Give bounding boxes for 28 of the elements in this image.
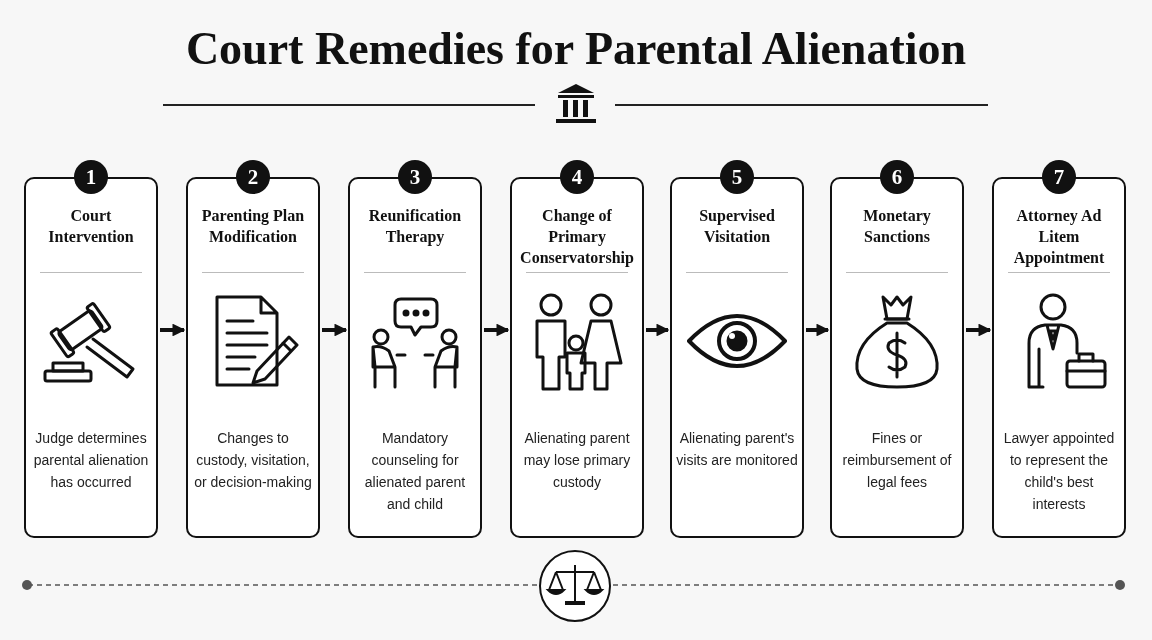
- step-description: Lawyer appointed to represent the child's best interests: [1003, 430, 1115, 512]
- step-description: Alienating parent's visits are monitored: [676, 430, 798, 468]
- step-number: 3: [398, 160, 432, 194]
- step-number: 1: [74, 160, 108, 194]
- title: Court Remedies for Parental Alienation: [184, 22, 968, 75]
- step-description: Fines or reimbursement of legal fees: [842, 430, 952, 490]
- step-heading: Attorney Ad Litem Appointment: [1012, 206, 1106, 268]
- step-number: 2: [236, 160, 270, 194]
- step-number: 7: [1042, 160, 1076, 194]
- arrow: [646, 323, 670, 337]
- arrow: [966, 323, 992, 337]
- step-number: 5: [720, 160, 754, 194]
- step-description: Mandatory counseling for alienated parent and child: [364, 430, 466, 512]
- step-number: 4: [560, 160, 594, 194]
- arrow: [484, 323, 510, 337]
- step-heading: Monetary Sanctions: [862, 206, 932, 247]
- step-description: Judge determines parental alienation has occurred: [33, 430, 149, 490]
- step-heading: Reunification Therapy: [367, 206, 463, 247]
- step-heading: Change of Primary Conservatorship: [519, 206, 635, 268]
- step-heading: Parenting Plan Modification: [200, 206, 306, 247]
- step-heading: Court Intervention: [47, 206, 135, 247]
- arrow: [322, 323, 348, 337]
- step-heading: Supervised Visitation: [698, 206, 776, 247]
- step-number: 6: [880, 160, 914, 194]
- step-description: Alienating parent may lose primary custody: [523, 430, 631, 490]
- arrow: [806, 323, 830, 337]
- step-description: Changes to custody, visitation, or decision-making: [194, 430, 312, 490]
- arrow: [160, 323, 186, 337]
